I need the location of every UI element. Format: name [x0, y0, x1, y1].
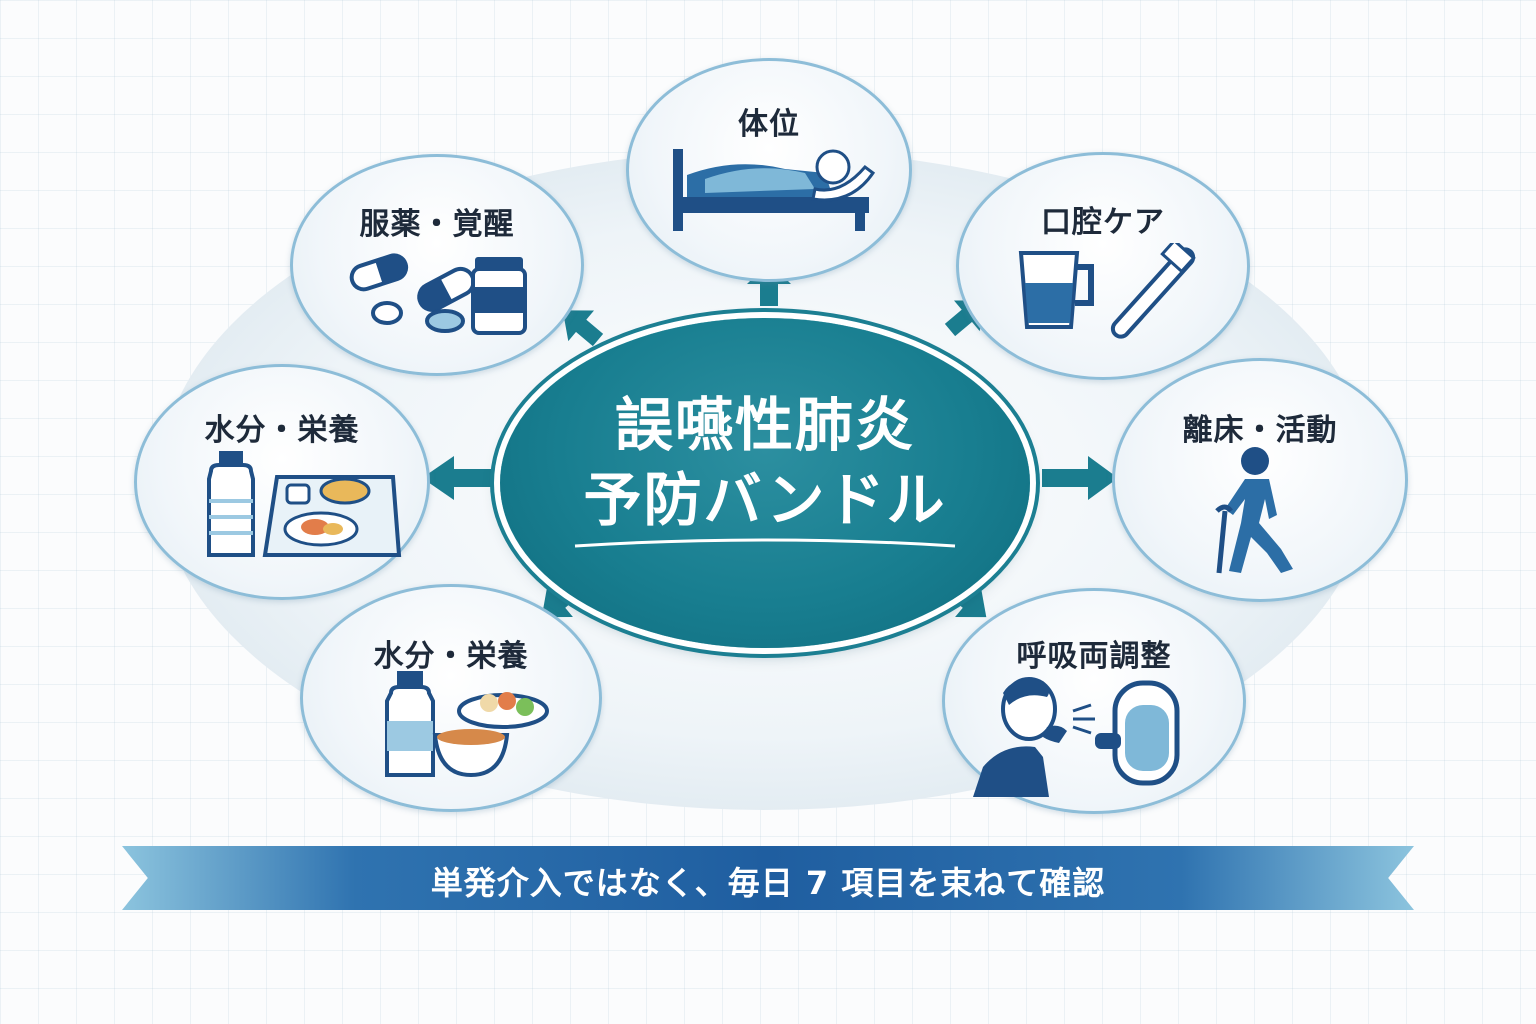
bottle-tray-icon: [207, 451, 402, 557]
node-mobility: 離床・活動: [1112, 358, 1408, 602]
center-underline: [574, 538, 956, 548]
center-title-line1: 誤嚥性肺炎: [614, 391, 915, 459]
center-hub: 誤嚥性肺炎 予防バンドル: [500, 318, 1030, 648]
arrow-upper-left: [562, 310, 604, 347]
node-hydration-nutrition-2: 水分・栄養: [300, 584, 602, 812]
node-respiratory: 呼吸両調整: [942, 588, 1246, 814]
node-medication-alertness: 服薬・覚醒: [290, 154, 584, 376]
node-respiratory-label: 呼吸両調整: [1016, 639, 1172, 674]
cup-toothbrush-icon: [1018, 243, 1196, 339]
arrow-right: [1042, 456, 1118, 500]
arrow-left: [422, 456, 498, 500]
node-hydration-nutrition-2-label: 水分・栄養: [373, 639, 529, 674]
node-hydration-nutrition: 水分・栄養: [134, 364, 430, 600]
bottle-bowls-icon: [385, 671, 549, 778]
center-title-line2: 予防バンドル: [583, 466, 947, 534]
bed-patient-icon: [673, 149, 876, 231]
summary-banner-text: 単発介入ではなく、毎日 7 項目を束ねて確認: [430, 864, 1106, 902]
node-oral-care: 口腔ケア: [956, 152, 1250, 380]
inhaler-breathing-icon: [973, 677, 1180, 797]
node-medication-alertness-label: 服薬・覚醒: [359, 207, 515, 242]
node-mobility-label: 離床・活動: [1182, 413, 1338, 448]
node-hydration-nutrition-label: 水分・栄養: [204, 413, 360, 448]
node-position-label: 体位: [738, 107, 800, 142]
node-position: 体位: [626, 58, 912, 282]
summary-banner: 単発介入ではなく、毎日 7 項目を束ねて確認: [122, 846, 1414, 910]
walking-cane-icon: [1215, 447, 1293, 574]
pills-bottle-icon: [349, 253, 527, 335]
node-oral-care-label: 口腔ケア: [1041, 205, 1165, 240]
